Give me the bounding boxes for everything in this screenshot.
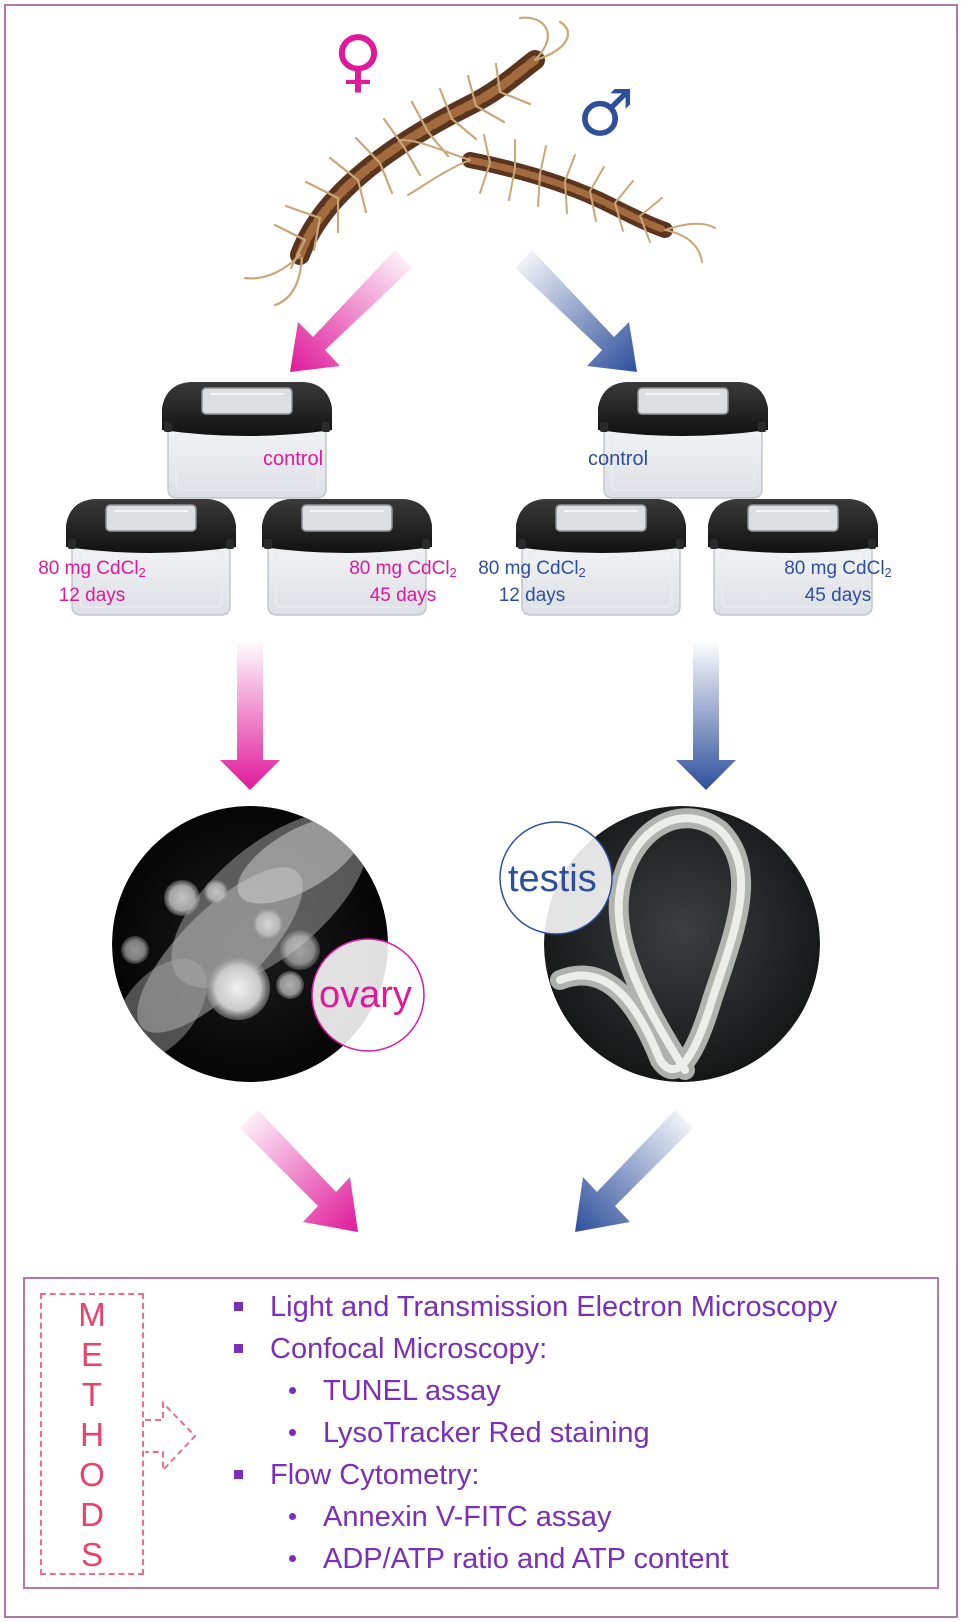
- ovary-label-circle: [311, 938, 425, 1052]
- methods-letter: S: [80, 1536, 103, 1573]
- female-dose-45-amount: 80 mg CdCl: [349, 558, 450, 579]
- method-item: Light and Transmission Electron Microsco…: [270, 1291, 838, 1323]
- female-dose-45-sub: 2: [449, 565, 457, 580]
- arrow-male-to-boxes: [515, 250, 637, 372]
- male-dose-12-label: 80 mg CdCl2 12 days: [470, 556, 594, 609]
- method-item: TUNEL assay: [323, 1375, 501, 1407]
- method-item: Confocal Microscopy:: [270, 1333, 548, 1365]
- male-symbol: ♂: [577, 77, 635, 151]
- methods-letter: T: [81, 1376, 103, 1413]
- male-dose-45-amount: 80 mg CdCl: [784, 558, 885, 579]
- arrow-ovary-to-methods: [240, 1110, 358, 1232]
- method-item: Flow Cytometry:: [270, 1459, 480, 1491]
- method-item: LysoTracker Red staining: [323, 1417, 650, 1449]
- box-male-control: [597, 381, 769, 499]
- method-bullet-square: [234, 1302, 243, 1311]
- arrow-female-to-boxes: [290, 250, 412, 372]
- methods-letter: M: [78, 1296, 106, 1333]
- male-dose-12-duration: 12 days: [498, 584, 566, 606]
- box-female-control: [161, 381, 333, 499]
- method-bullet-dot: [289, 1555, 296, 1562]
- testis-label: testis: [508, 858, 597, 900]
- arrow-female-to-ovary: [220, 640, 280, 790]
- methods-letter: D: [80, 1496, 104, 1533]
- methods-panel: [23, 1277, 939, 1589]
- method-item: Annexin V-FITC assay: [323, 1501, 612, 1533]
- female-dose-12-label: 80 mg CdCl2 12 days: [30, 556, 154, 609]
- methods-letters-box: M E T H O D S: [40, 1293, 144, 1575]
- male-dose-12-amount: 80 mg CdCl: [478, 558, 579, 579]
- female-dose-12-amount: 80 mg CdCl: [38, 558, 139, 579]
- male-dose-12-sub: 2: [578, 565, 586, 580]
- methods-letter: E: [80, 1336, 103, 1373]
- female-dose-45-duration: 45 days: [369, 584, 437, 606]
- arrow-testis-to-methods: [575, 1110, 693, 1232]
- method-bullet-dot: [289, 1429, 296, 1436]
- centipede-male: [399, 134, 716, 263]
- method-bullet-dot: [289, 1513, 296, 1520]
- male-dose-45-duration: 45 days: [804, 584, 872, 606]
- ovary-label: ovary: [319, 974, 412, 1016]
- method-bullet-square: [234, 1470, 243, 1479]
- methods-letter: H: [80, 1416, 104, 1453]
- outer-frame: [4, 4, 958, 1618]
- female-dose-45-label: 80 mg CdCl2 45 days: [341, 556, 465, 609]
- centipede-female: [243, 16, 570, 307]
- method-bullet-square: [234, 1344, 243, 1353]
- testis-micrograph: [544, 806, 820, 1082]
- female-symbol: ♀: [333, 22, 383, 101]
- female-dose-12-sub: 2: [138, 565, 146, 580]
- male-dose-45-label: 80 mg CdCl2 45 days: [776, 556, 900, 609]
- male-control-label: control: [588, 448, 649, 470]
- methods-dashed-arrow: [145, 1400, 197, 1473]
- methods-letter: O: [79, 1456, 105, 1493]
- male-dose-45-sub: 2: [884, 565, 892, 580]
- arrow-male-to-testis: [676, 640, 736, 790]
- testis-label-circle: [499, 821, 613, 935]
- female-dose-12-duration: 12 days: [58, 584, 126, 606]
- method-item: ADP/ATP ratio and ATP content: [323, 1543, 729, 1575]
- method-bullet-dot: [289, 1387, 296, 1394]
- female-control-label: control: [263, 448, 324, 470]
